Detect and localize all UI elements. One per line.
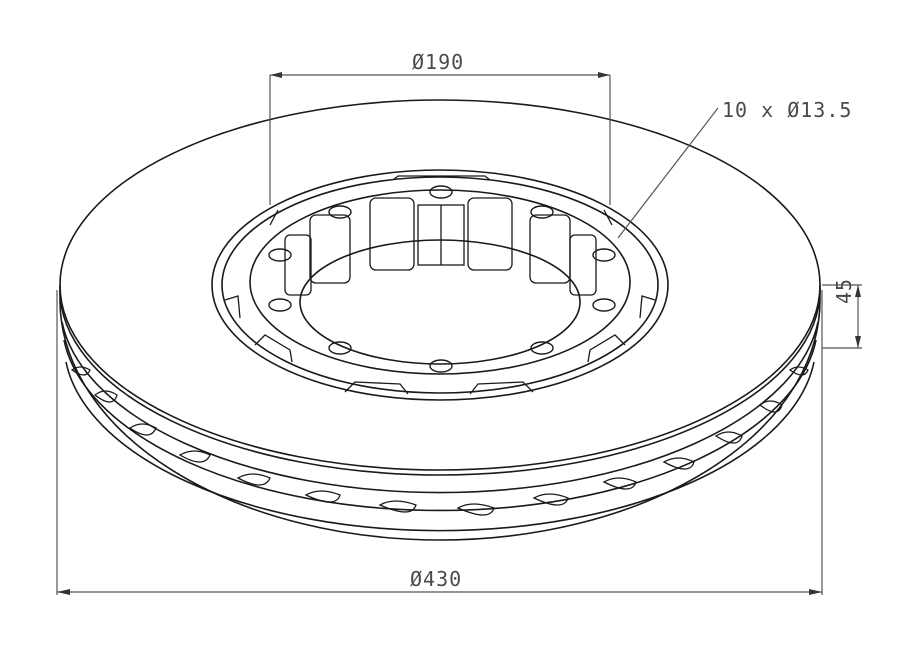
hub-outer-ring [211,169,669,401]
disc-outer-top-edge [59,99,821,471]
bolt-holes [268,185,616,373]
hub-bolt-ring [249,189,631,375]
vent-slots [70,366,809,516]
disc-side-band-2 [61,321,819,494]
dim-thickness-label: 45 [832,277,856,304]
disc-side-band-4 [65,361,815,532]
dim-outer-diameter-label: Ø430 [410,567,463,591]
disc-side-band-3 [63,339,817,512]
hub-wall-segments [284,197,597,296]
hub-bore [299,239,581,365]
leader-bolt-holes [617,107,719,239]
dim-inner-diameter-label: Ø190 [412,50,465,74]
disc-bottom-edge [59,299,821,541]
disc-side-band-1 [59,289,821,476]
hub-tabs [224,175,656,395]
dim-bolt-holes-label: 10 x Ø13.5 [722,98,853,122]
